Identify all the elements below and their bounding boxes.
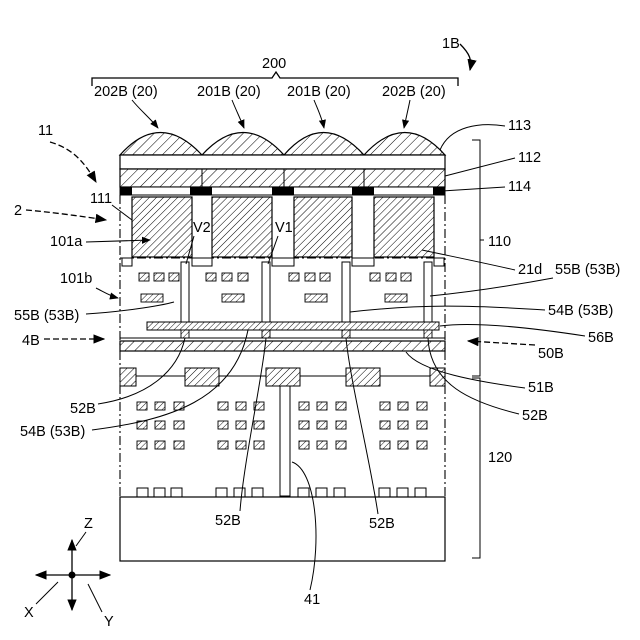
axis-indicator: Z X Y [24,516,114,630]
wiring-pads-upper [139,273,411,281]
lens-label-1: 202B (20) [94,84,158,100]
pd-block-3 [294,197,352,257]
label-52b-left: 52B [70,401,96,417]
label-101a: 101a [50,234,83,250]
label-2: 2 [14,203,22,219]
label-52b-bottom-right: 52B [369,516,395,532]
lens-202b-right [364,133,445,156]
label-52b-right: 52B [522,408,548,424]
light-shield-grid [120,187,445,195]
label-55b-left: 55B (53B) [14,308,79,324]
bracket-110 [472,140,484,376]
leader-111 [112,205,132,220]
lens-label-3: 201B (20) [287,84,351,100]
label-120: 120 [488,450,512,466]
pd-block-1 [132,197,192,257]
leader-2 [26,210,106,220]
axis-y-label: Y [104,614,114,630]
axis-x-label: X [24,605,34,621]
microlenses [120,133,445,156]
leader-114 [442,187,505,191]
first-substrate [120,195,445,345]
leader-50b [468,341,535,345]
label-50b: 50B [538,346,564,362]
lens-label-4: 202B (20) [382,84,446,100]
lens-label-2: 201B (20) [197,84,261,100]
pd-block-2 [212,197,272,257]
leader-52b-bottom-right [346,338,378,514]
second-substrate [120,351,445,561]
label-56b: 56B [588,330,614,346]
label-21d: 21d [518,262,542,278]
label-54b-right: 54B (53B) [548,303,613,319]
label-11: 11 [38,123,53,139]
label-v2: V2 [193,220,211,236]
axis-z-label: Z [84,516,93,532]
label-114: 114 [508,179,531,195]
leader-56b [440,324,585,336]
lens-202b-left [120,133,202,156]
via-41 [280,386,290,496]
leader-101b [96,288,118,298]
lens-group-label: 200 [262,56,286,72]
label-41: 41 [304,592,320,608]
label-110: 110 [488,234,511,250]
color-filter-layer [120,169,445,187]
label-v1: V1 [275,220,293,236]
via-v1 [342,262,350,324]
leader-51b [406,352,525,388]
label-112: 112 [518,150,541,166]
label-52b-bottom-left: 52B [215,513,241,529]
wiring-layer-54b [147,322,439,330]
leader-55b-left [86,302,174,314]
leader-55b-right [430,278,553,296]
lens-201b-right [284,133,364,156]
leader-54b-right [350,306,545,312]
pd-block-4 [374,197,434,257]
lens-leaders [132,100,410,128]
planarizing-layer [120,155,445,169]
bonding-layer [120,341,445,351]
bond-vias [181,330,432,338]
label-101b: 101b [60,271,92,287]
leader-113 [440,125,505,150]
semiconductor-base [120,497,445,561]
label-111: 111 [90,191,112,207]
leader-11 [50,142,96,182]
via-v2 [181,262,189,324]
figure-arrow [460,44,471,70]
bracket-120 [472,378,480,558]
label-55b-right: 55B (53B) [555,262,620,278]
lens-201b-left [202,133,284,156]
label-54b-left: 54B (53B) [20,424,85,440]
label-113: 113 [508,118,531,134]
label-51b: 51B [528,380,554,396]
figure-label: 1B [442,36,460,52]
label-4b: 4B [22,333,40,349]
